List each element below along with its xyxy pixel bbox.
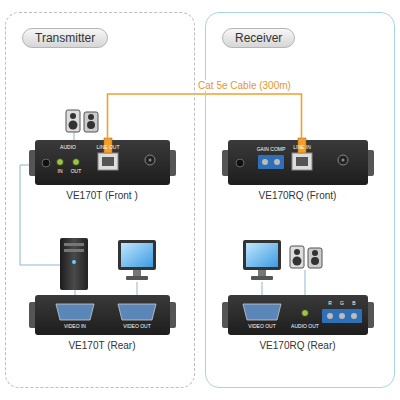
unit-caption: VE170T (Rear) <box>35 340 170 351</box>
port-label: VIDEO OUT <box>123 324 151 329</box>
port-label: G <box>340 301 344 306</box>
device-unit: VE170T (Rear) <box>35 295 170 352</box>
port-label: LINE OUT <box>96 145 119 150</box>
port-label: B <box>352 301 355 306</box>
port-label: AUDIO <box>60 145 76 150</box>
unit-caption: VE170RQ (Rear) <box>228 340 368 351</box>
port-label: GAIN COMP <box>257 147 286 152</box>
region-title: Receiver <box>222 28 295 48</box>
port-label: LINE IN <box>293 145 311 150</box>
region-panel: ReceiverVE170RQ (Front) VE170RQ (Rear) <box>205 12 395 388</box>
port-label: VIDEO OUT <box>248 324 276 329</box>
port-label: R <box>328 301 332 306</box>
port-label: VIDEO IN <box>64 324 86 329</box>
port-label: IN <box>58 169 63 174</box>
port-label: AUDIO OUT <box>291 324 319 329</box>
device-unit: VE170RQ (Rear) <box>228 295 368 352</box>
unit-caption: VE170T (Front ) <box>35 190 170 201</box>
region-panel: TransmitterVE170T (Front ) VE170T (Rear) <box>5 12 195 388</box>
port-label: OUT <box>71 169 82 174</box>
unit-caption: VE170RQ (Front) <box>228 190 368 201</box>
cable-label: Cat 5e Cable (300m) <box>196 80 293 91</box>
region-title: Transmitter <box>22 28 108 48</box>
